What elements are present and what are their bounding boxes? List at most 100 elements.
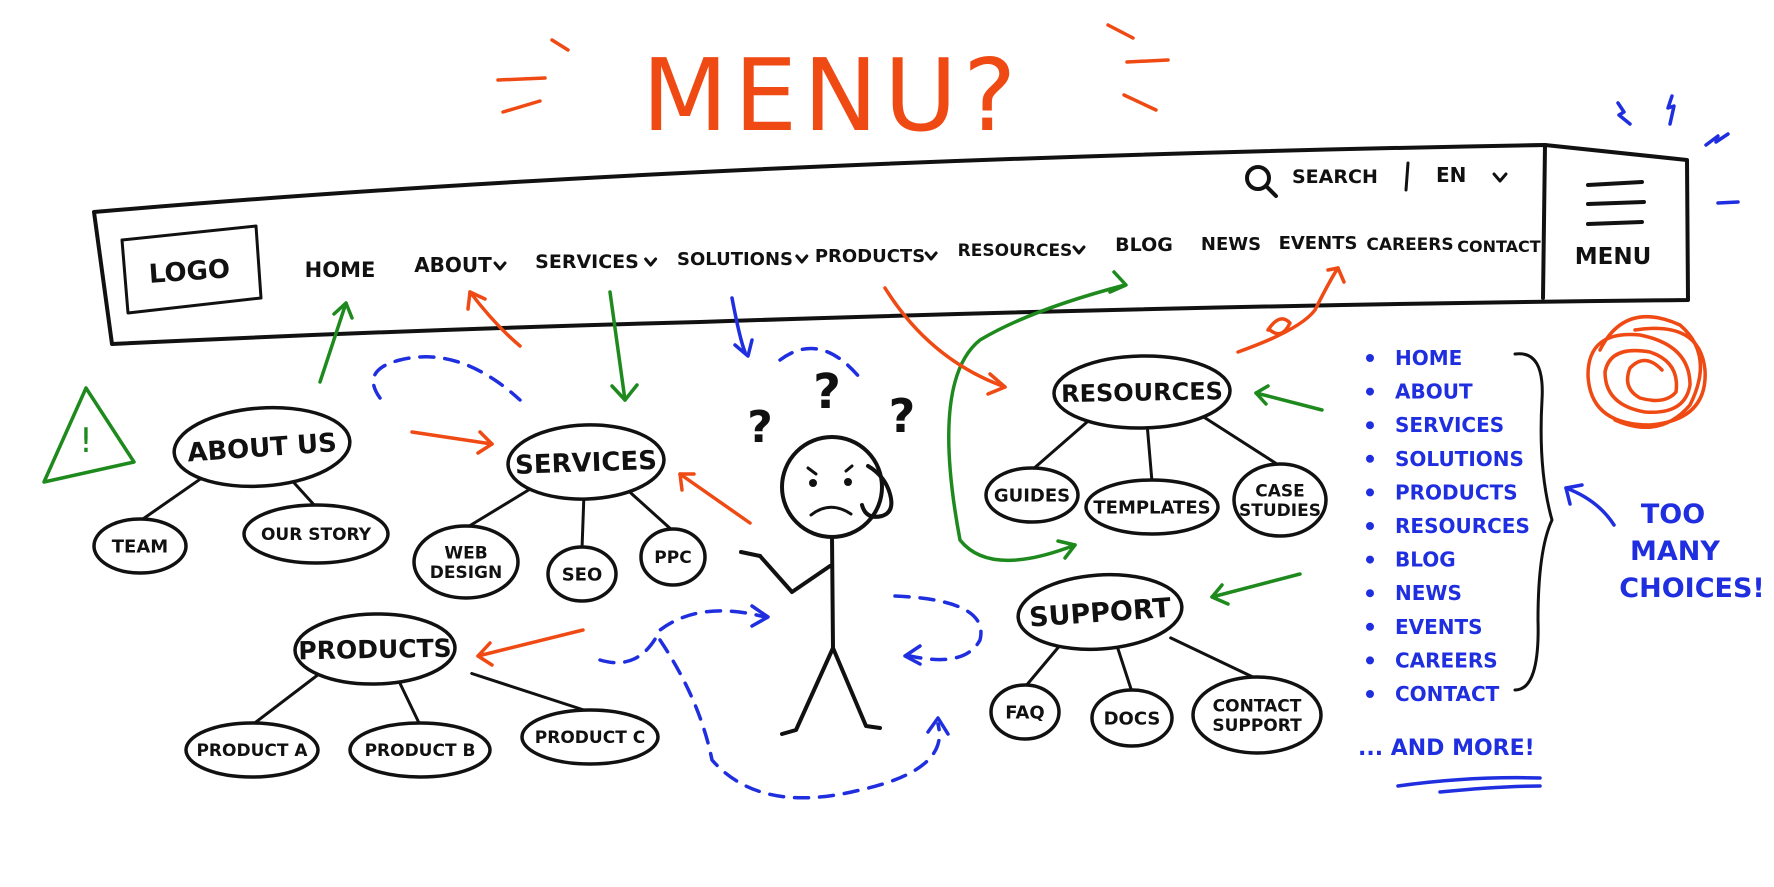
search-label[interactable]: SEARCH xyxy=(1292,166,1378,188)
chevron-down-icon[interactable] xyxy=(795,254,809,264)
nav-item-label: BLOG xyxy=(1115,234,1173,256)
callout-line-3: CHOICES! xyxy=(1619,573,1764,604)
child-bubble xyxy=(348,721,492,779)
nav-item-solutions[interactable]: SOLUTIONS xyxy=(677,249,809,270)
connector-line xyxy=(250,672,322,727)
logo-box xyxy=(120,224,263,315)
child-label: OUR STORY xyxy=(261,525,372,545)
chevron-down-icon[interactable] xyxy=(1492,172,1508,183)
bullet xyxy=(1366,421,1374,430)
nav-item-about[interactable]: ABOUT xyxy=(414,253,507,277)
bullet xyxy=(1366,454,1374,463)
child-bubble xyxy=(1191,675,1323,755)
bullet xyxy=(1366,354,1374,362)
nav-item-home[interactable]: HOME xyxy=(305,258,376,282)
side-list-item-events: EVENTS xyxy=(1366,615,1483,639)
side-list: HOMEABOUTSERVICESSOLUTIONSPRODUCTSRESOUR… xyxy=(1358,346,1535,761)
child-bubble xyxy=(92,517,188,575)
bubble-label-services: SERVICES xyxy=(515,446,658,481)
nav-item-label: ABOUT xyxy=(414,253,492,277)
menu-button-label[interactable]: MENU xyxy=(1575,244,1652,270)
nav-item-blog[interactable]: BLOG xyxy=(1115,234,1173,256)
nav-item-label: EVENTS xyxy=(1279,233,1358,254)
chevron-down-icon[interactable] xyxy=(924,251,938,261)
nav-item-label: CONTACT xyxy=(1457,237,1541,256)
title-group: MENU? xyxy=(496,23,1170,154)
bullet xyxy=(1366,690,1374,698)
child-product-a: PRODUCT A xyxy=(184,721,320,779)
child-bubble xyxy=(184,721,320,779)
child-product-b: PRODUCT B xyxy=(348,721,492,779)
child-label: GUIDES xyxy=(994,485,1070,506)
child-label: FAQ xyxy=(1005,702,1044,723)
question-mark-3: ? xyxy=(889,389,916,443)
child-bubble xyxy=(412,524,520,600)
child-docs: DOCS xyxy=(1090,688,1174,748)
search-divider xyxy=(1404,161,1410,192)
nav-items: HOME ABOUT SERVICES SOLUTIONS PRODUCTS RESOUR… xyxy=(305,233,1541,282)
child-label: PPC xyxy=(654,548,691,568)
callout-line-2: MANY xyxy=(1630,536,1720,567)
nav-item-label: SOLUTIONS xyxy=(677,249,793,270)
child-label: DOCS xyxy=(1104,708,1161,729)
nav-item-careers[interactable]: CAREERS xyxy=(1366,235,1453,255)
side-list-label: SERVICES xyxy=(1395,413,1504,437)
child-bubble xyxy=(242,503,390,565)
warning-mark: ! xyxy=(79,421,93,461)
side-list-item-news: NEWS xyxy=(1366,581,1462,605)
child-bubble xyxy=(1232,462,1328,538)
side-list-label: HOME xyxy=(1395,346,1462,370)
child-label: PRODUCT C xyxy=(535,728,645,748)
bullet xyxy=(1366,387,1374,396)
nav-item-resources[interactable]: RESOURCES xyxy=(958,241,1086,261)
menu-box-divider xyxy=(1541,143,1547,300)
nav-item-contact[interactable]: CONTACT xyxy=(1457,237,1541,256)
bubble-label-resources: RESOURCES xyxy=(1061,377,1223,408)
side-list-item-about: ABOUT xyxy=(1366,380,1473,404)
chevron-down-icon[interactable] xyxy=(1072,245,1086,255)
child-label: SEO xyxy=(562,564,603,585)
connector-line xyxy=(138,472,209,523)
side-list-item-services: SERVICES xyxy=(1366,413,1504,437)
chevron-down-icon[interactable] xyxy=(493,261,507,271)
nav-item-services[interactable]: SERVICES xyxy=(535,251,658,273)
child-guides: GUIDES xyxy=(984,466,1080,524)
bubble-support xyxy=(1016,572,1184,652)
bullet xyxy=(1366,555,1374,564)
search-icon[interactable] xyxy=(1245,165,1278,198)
nav-item-news[interactable]: NEWS xyxy=(1201,234,1261,255)
bubble-resources xyxy=(1052,354,1232,430)
side-list-item-contact: CONTACT xyxy=(1366,682,1500,706)
child-bubble xyxy=(989,683,1061,741)
nav-item-label: SERVICES xyxy=(535,251,639,273)
child-bubble xyxy=(984,466,1080,524)
child-bubble xyxy=(546,545,618,603)
nav-item-events[interactable]: EVENTS xyxy=(1279,233,1358,254)
question-mark-1: ? xyxy=(747,402,773,453)
callout-line-1: TOO xyxy=(1641,499,1705,530)
child-label: TEAM xyxy=(112,536,168,557)
nav-item-products[interactable]: PRODUCTS xyxy=(815,246,938,267)
arrows xyxy=(318,266,1346,800)
chevron-down-icon[interactable] xyxy=(644,257,658,267)
connector-line xyxy=(470,672,592,714)
page-title: MENU? xyxy=(642,37,1023,154)
side-list-item-blog: BLOG xyxy=(1366,548,1456,572)
language-selector[interactable]: EN xyxy=(1436,163,1466,187)
hamburger-icon[interactable] xyxy=(1586,180,1646,226)
connector-line xyxy=(1169,636,1259,681)
child-bubble xyxy=(520,708,660,766)
connector-line xyxy=(1202,415,1282,468)
side-list-item-home: HOME xyxy=(1366,346,1462,370)
child-label: TEMPLATES xyxy=(1093,497,1210,518)
bullet xyxy=(1366,522,1374,530)
side-list-label: EVENTS xyxy=(1395,615,1483,639)
side-list-label: RESOURCES xyxy=(1395,514,1530,538)
